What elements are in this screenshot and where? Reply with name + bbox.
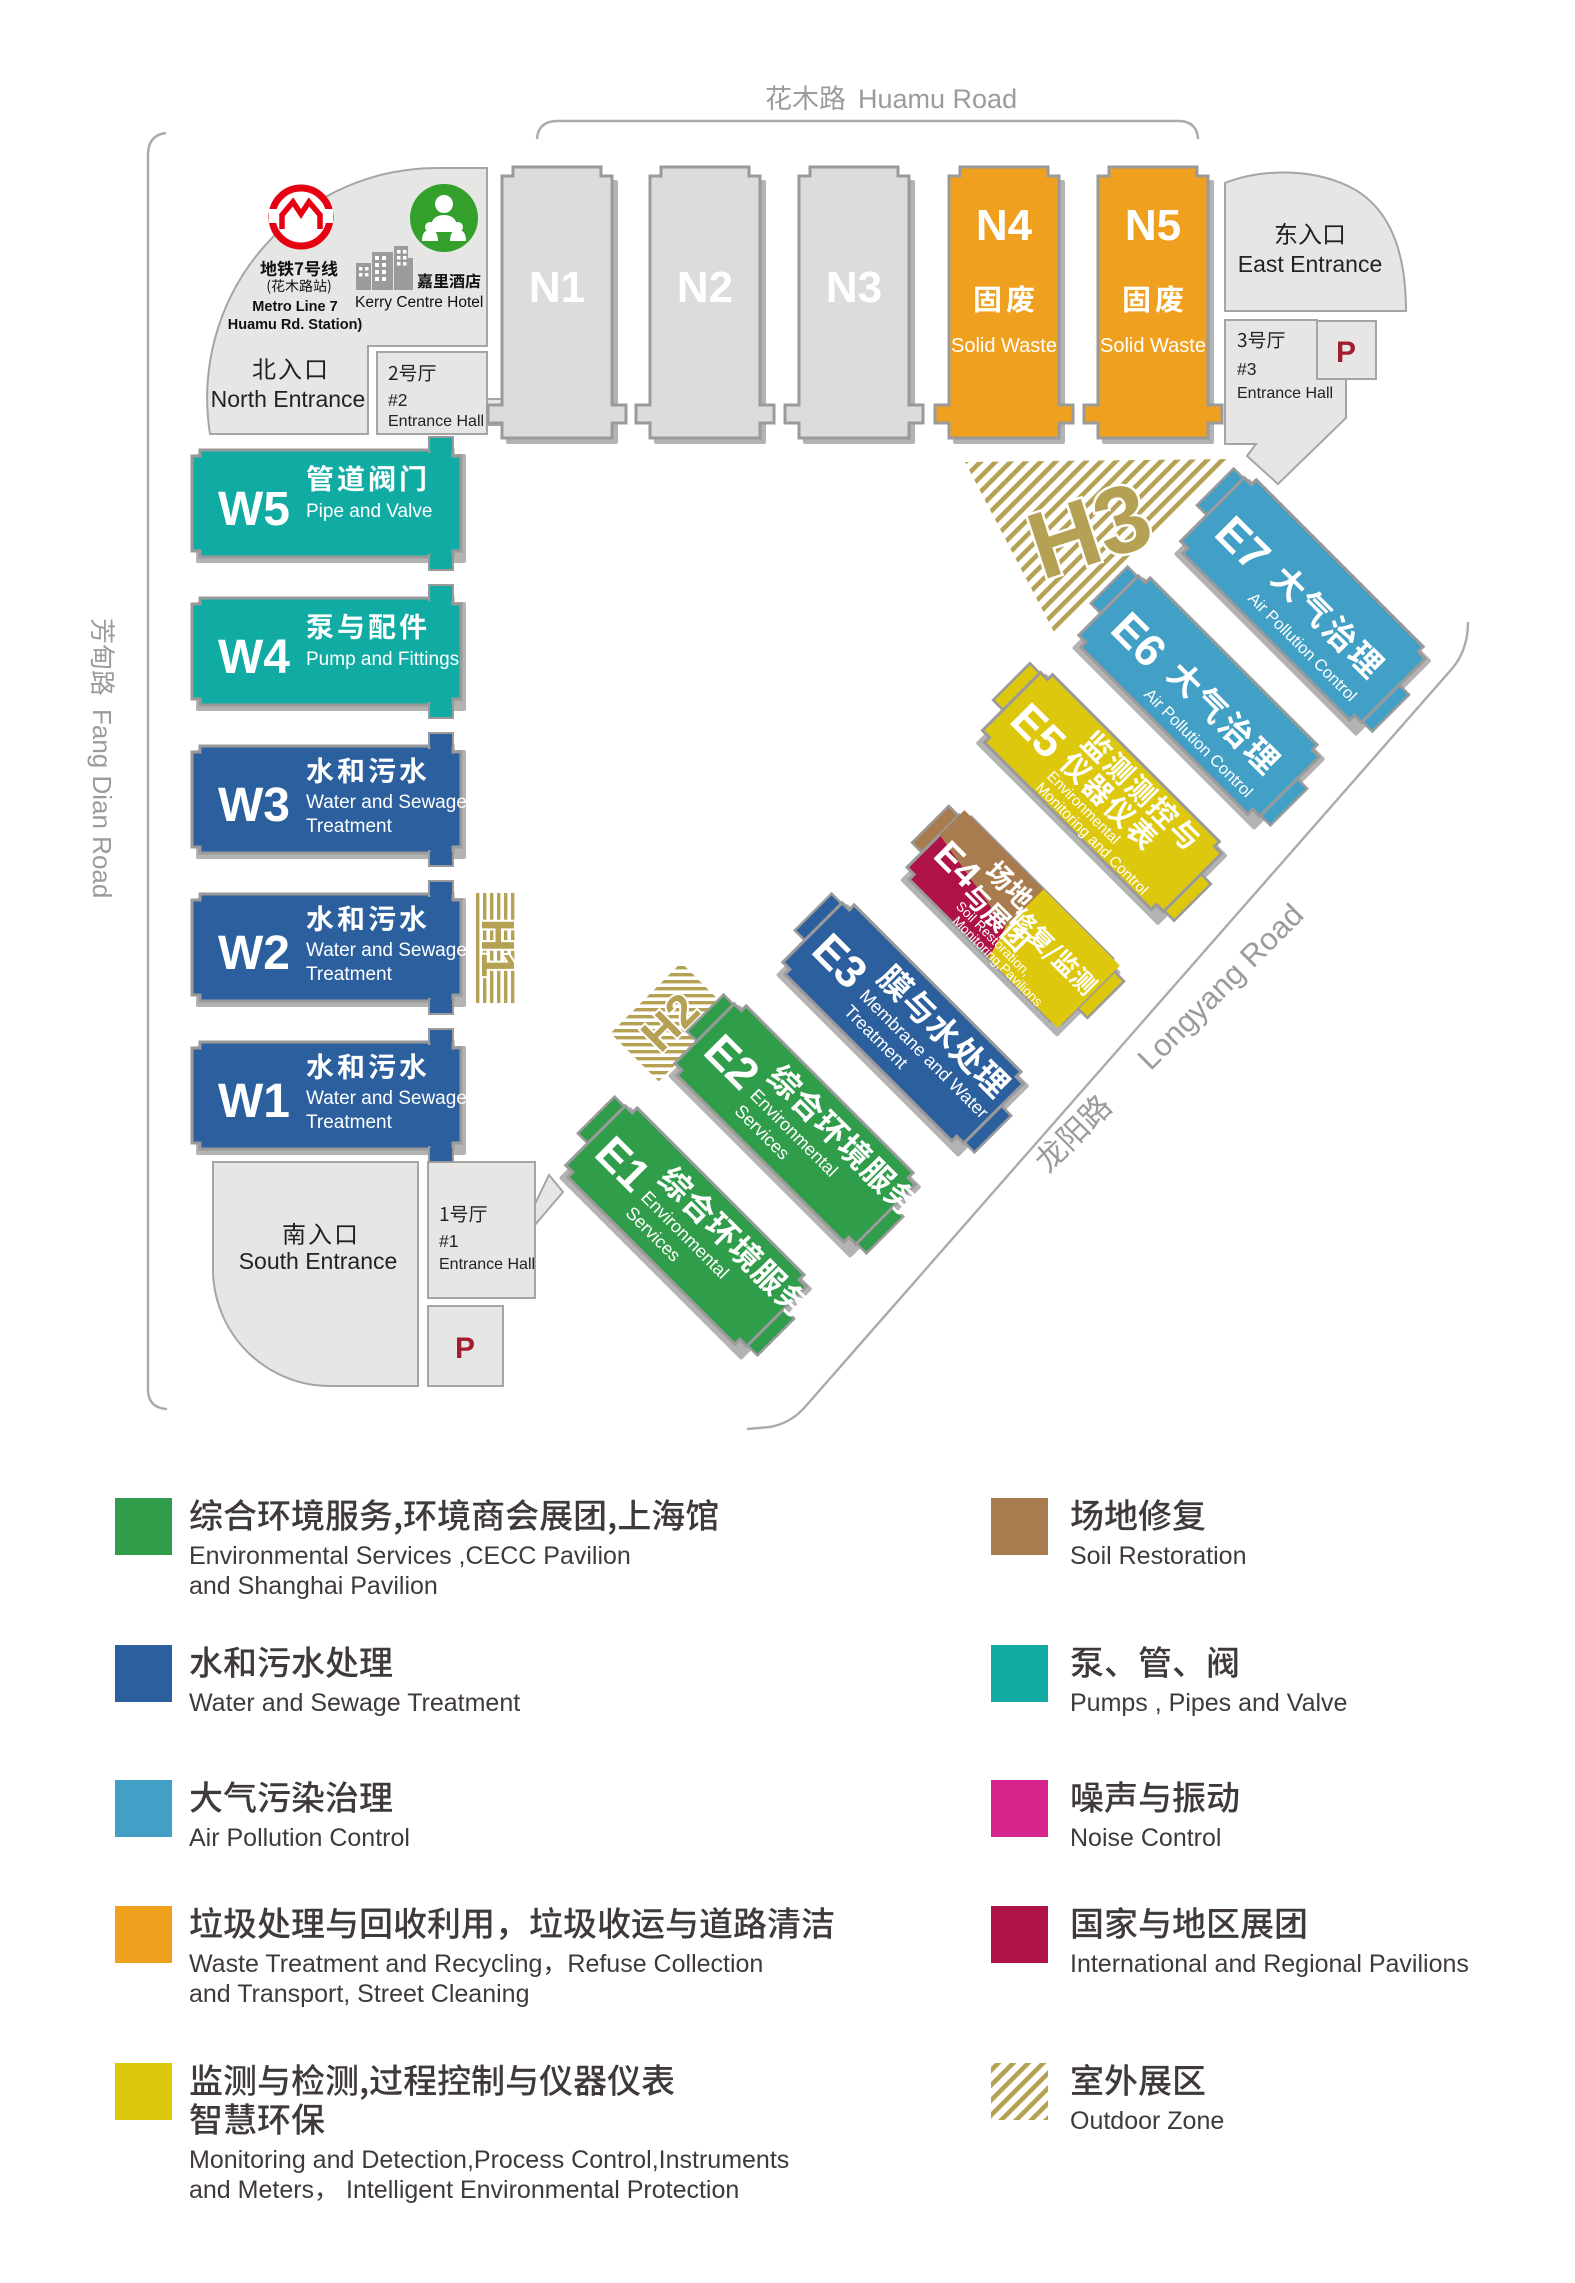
- svg-text:and Meters， Intelligent Enviro: and Meters， Intelligent Environmental Pr…: [189, 2176, 739, 2204]
- svg-text:N4: N4: [976, 201, 1033, 250]
- svg-text:Waste Treatment and Recycling，: Waste Treatment and Recycling，Refuse Col…: [189, 1950, 763, 1978]
- svg-text:Fang Dian Road: Fang Dian Road: [87, 709, 117, 898]
- svg-text:Water and Sewage Treatment: Water and Sewage Treatment: [189, 1689, 520, 1717]
- svg-text:W5: W5: [218, 483, 290, 536]
- svg-text:Metro Line 7: Metro Line 7: [252, 299, 337, 315]
- svg-text:Solid Waste: Solid Waste: [951, 335, 1057, 357]
- svg-text:Pipe and Valve: Pipe and Valve: [306, 501, 432, 522]
- svg-text:and Shanghai Pavilion: and Shanghai Pavilion: [189, 1572, 438, 1600]
- svg-text:H1: H1: [472, 919, 524, 978]
- svg-text:Water and Sewage: Water and Sewage: [306, 1088, 467, 1109]
- svg-text:Huamu Rd. Station): Huamu Rd. Station): [228, 317, 363, 333]
- svg-text:N3: N3: [826, 263, 882, 312]
- svg-text:Treatment: Treatment: [306, 1112, 393, 1133]
- svg-text:Pump and Fittings: Pump and Fittings: [306, 649, 459, 670]
- svg-text:Kerry Centre Hotel: Kerry Centre Hotel: [355, 294, 483, 311]
- svg-text:W2: W2: [218, 927, 290, 980]
- svg-text:Water and Sewage: Water and Sewage: [306, 792, 467, 813]
- svg-text:P: P: [1336, 336, 1356, 369]
- svg-text:Water and Sewage: Water and Sewage: [306, 940, 467, 961]
- svg-text:Outdoor Zone: Outdoor Zone: [1070, 2107, 1224, 2135]
- svg-text:N1: N1: [529, 263, 585, 312]
- svg-text:Pumps , Pipes and Valve: Pumps , Pipes and Valve: [1070, 1689, 1347, 1717]
- svg-text:Entrance Hall: Entrance Hall: [388, 413, 484, 430]
- svg-text:P: P: [455, 1332, 475, 1365]
- svg-text:and Transport, Street Cleaning: and Transport, Street Cleaning: [189, 1980, 529, 2008]
- svg-text:Entrance Hall: Entrance Hall: [439, 1256, 535, 1273]
- svg-text:International and Regional Pav: International and Regional Pavilions: [1070, 1950, 1469, 1978]
- svg-text:N5: N5: [1125, 201, 1181, 250]
- svg-text:Huamu Road: Huamu Road: [858, 84, 1017, 114]
- svg-text:W4: W4: [218, 631, 290, 684]
- svg-text:N2: N2: [677, 263, 733, 312]
- svg-text:Treatment: Treatment: [306, 816, 393, 837]
- svg-text:Solid Waste: Solid Waste: [1100, 335, 1206, 357]
- svg-text:#1: #1: [439, 1231, 458, 1251]
- svg-text:Environmental Services ,CECC P: Environmental Services ,CECC Pavilion: [189, 1542, 631, 1570]
- svg-text:W1: W1: [218, 1075, 290, 1128]
- svg-text:W3: W3: [218, 779, 290, 832]
- svg-text:Entrance Hall: Entrance Hall: [1237, 385, 1333, 402]
- svg-text:Air Pollution Control: Air Pollution Control: [189, 1824, 410, 1852]
- svg-text:East Entrance: East Entrance: [1238, 251, 1382, 277]
- svg-text:Treatment: Treatment: [306, 964, 393, 985]
- svg-text:#3: #3: [1237, 359, 1256, 379]
- svg-text:Soil Restoration: Soil Restoration: [1070, 1542, 1246, 1570]
- svg-text:South Entrance: South Entrance: [239, 1248, 398, 1274]
- svg-text:#2: #2: [388, 390, 407, 410]
- svg-text:North Entrance: North Entrance: [211, 386, 366, 412]
- svg-text:Monitoring and Detection,Proce: Monitoring and Detection,Process Control…: [189, 2146, 789, 2174]
- svg-text:Noise Control: Noise Control: [1070, 1824, 1221, 1852]
